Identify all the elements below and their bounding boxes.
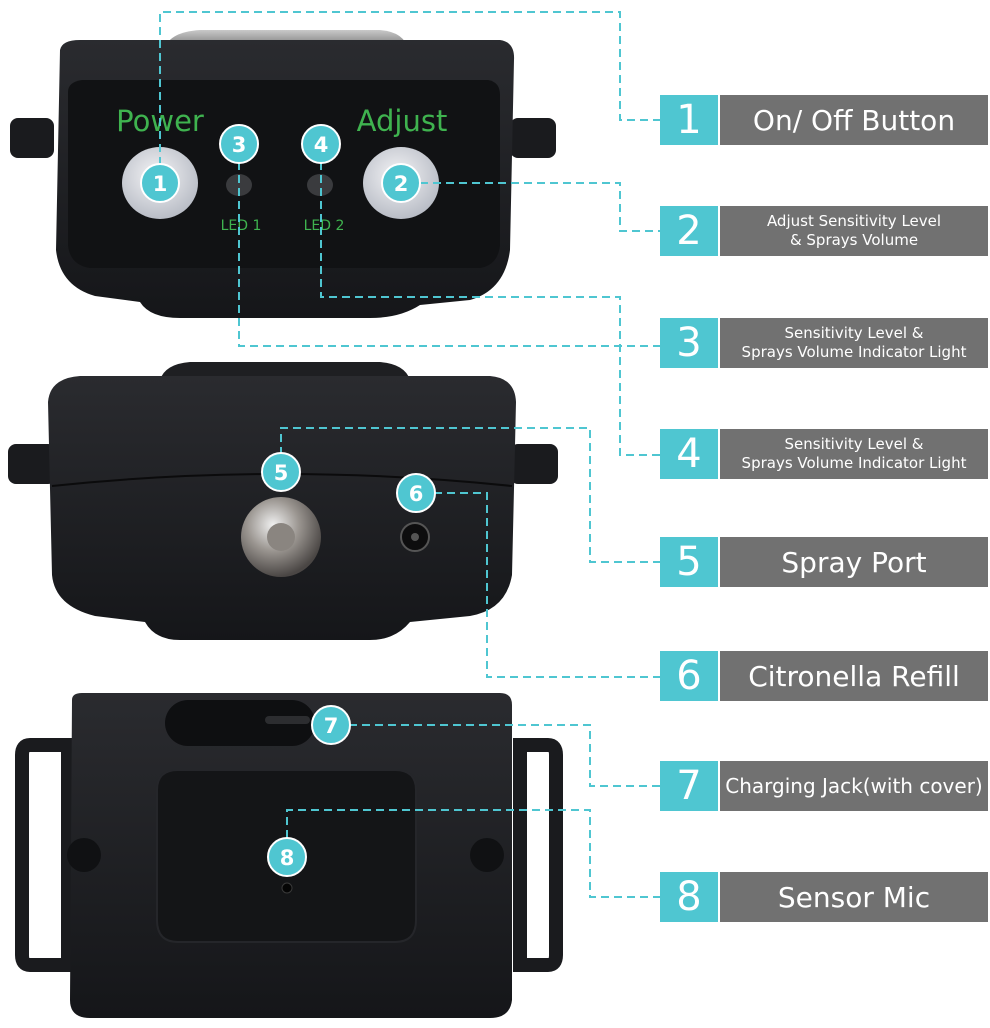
marker-3 xyxy=(219,124,259,164)
connector-4 xyxy=(320,162,660,456)
device-front-view: Power Adjust LED 1 LED 2 xyxy=(10,30,556,318)
rivet-left xyxy=(67,838,101,872)
label-number: 2 xyxy=(660,206,718,256)
marker-3-text: 3 xyxy=(232,133,247,157)
connector-1 xyxy=(159,11,660,165)
sensor-mic-hole xyxy=(281,882,293,894)
label-number: 7 xyxy=(660,761,718,811)
label-text: Sensor Mic xyxy=(720,872,988,922)
label-citronella-refill: 6 Citronella Refill xyxy=(660,651,988,701)
adjust-label: Adjust xyxy=(357,104,448,138)
marker-7 xyxy=(311,705,351,745)
connector-2 xyxy=(420,182,660,232)
label-sensor-mic: 8 Sensor Mic xyxy=(660,872,988,922)
refill-hole xyxy=(411,533,419,541)
label-number: 6 xyxy=(660,651,718,701)
label-number: 8 xyxy=(660,872,718,922)
marker-5 xyxy=(261,452,301,492)
markers: 1 2 3 4 5 6 7 8 xyxy=(140,124,436,877)
label-indicator-light-2: 4 Sensitivity Level & Sprays Volume Indi… xyxy=(660,429,988,479)
label-number: 1 xyxy=(660,95,718,145)
spray-nozzle xyxy=(267,523,295,551)
label-number: 5 xyxy=(660,537,718,587)
label-adjust-sensitivity: 2 Adjust Sensitivity Level & Sprays Volu… xyxy=(660,206,988,256)
led1-light xyxy=(226,174,252,196)
marker-2-text: 2 xyxy=(394,172,409,196)
label-text: Citronella Refill xyxy=(720,651,988,701)
label-number: 3 xyxy=(660,318,718,368)
charging-cover xyxy=(165,700,315,746)
marker-2 xyxy=(381,163,421,203)
strap-loop-right xyxy=(513,738,563,972)
top-cap xyxy=(160,362,410,380)
device-spray-view xyxy=(8,362,558,640)
strap-loop-left xyxy=(8,444,56,484)
connector-6 xyxy=(434,492,660,678)
label-text: Sensitivity Level & Sprays Volume Indica… xyxy=(720,429,988,479)
led2-label: LED 2 xyxy=(304,218,345,234)
charging-slot xyxy=(265,716,310,724)
connector-3 xyxy=(238,162,660,347)
marker-4-text: 4 xyxy=(314,133,329,157)
strap-loop-left xyxy=(10,118,54,158)
connector-8 xyxy=(286,809,660,898)
marker-1 xyxy=(140,163,180,203)
marker-4 xyxy=(301,124,341,164)
label-text: Charging Jack(with cover) xyxy=(720,761,988,811)
marker-7-text: 7 xyxy=(324,714,339,738)
control-panel xyxy=(68,80,500,268)
marker-8-text: 8 xyxy=(280,846,295,870)
label-text: Sensitivity Level & Sprays Volume Indica… xyxy=(720,318,988,368)
strap-loop-left xyxy=(15,738,75,972)
label-text: Spray Port xyxy=(720,537,988,587)
label-spray-port: 5 Spray Port xyxy=(660,537,988,587)
marker-1-text: 1 xyxy=(153,172,168,196)
connector-5 xyxy=(280,427,660,563)
label-text: On/ Off Button xyxy=(720,95,988,145)
strap-loop-right xyxy=(510,444,558,484)
label-text: Adjust Sensitivity Level & Sprays Volume xyxy=(720,206,988,256)
connector-7 xyxy=(349,724,660,787)
label-indicator-light-1: 3 Sensitivity Level & Sprays Volume Indi… xyxy=(660,318,988,368)
strap-loop-right xyxy=(510,118,556,158)
rivet-right xyxy=(470,838,504,872)
marker-6-text: 6 xyxy=(409,482,424,506)
connector-lines xyxy=(159,11,660,898)
label-number: 4 xyxy=(660,429,718,479)
marker-6 xyxy=(396,473,436,513)
marker-8 xyxy=(267,837,307,877)
led2-light xyxy=(307,174,333,196)
label-charging-jack: 7 Charging Jack(with cover) xyxy=(660,761,988,811)
label-on-off-button: 1 On/ Off Button xyxy=(660,95,988,145)
marker-5-text: 5 xyxy=(274,461,289,485)
led1-label: LED 1 xyxy=(221,218,262,234)
